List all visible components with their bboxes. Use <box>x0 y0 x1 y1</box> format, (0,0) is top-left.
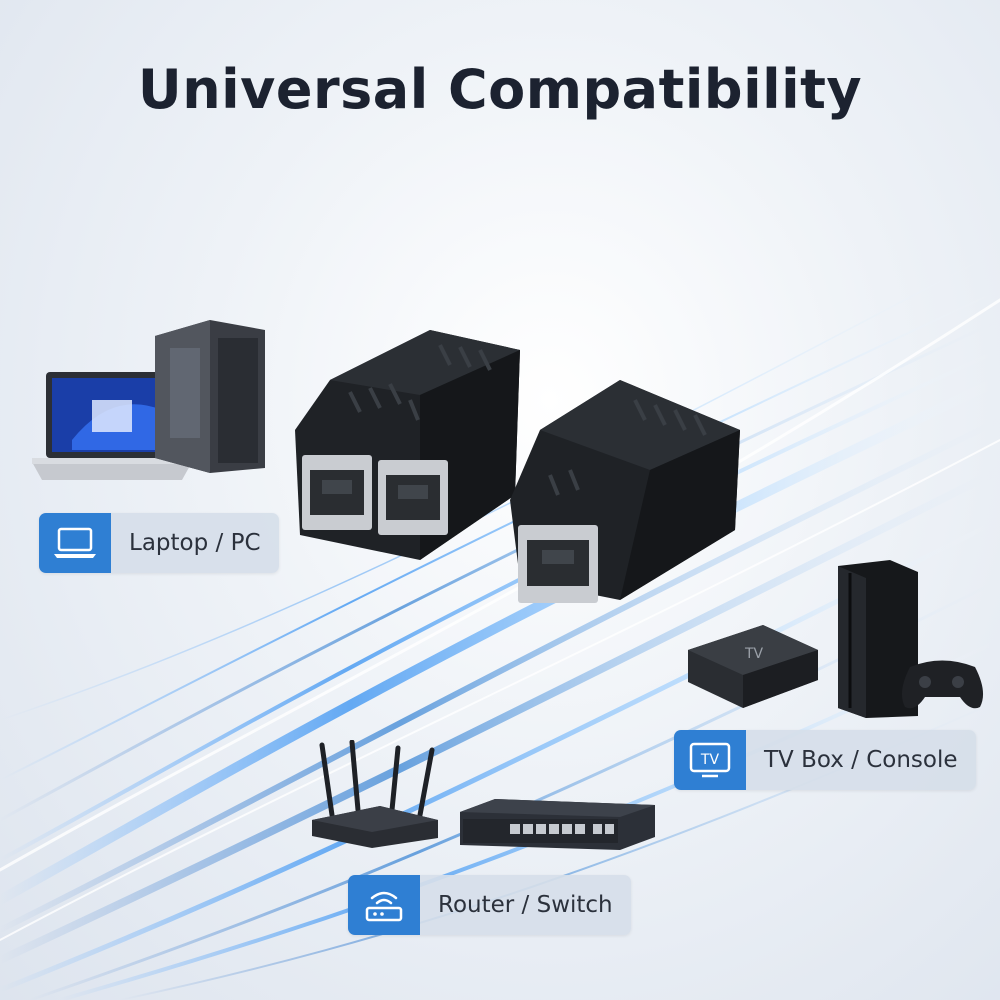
rj45-coupler-product-image <box>295 330 740 603</box>
tv-box-console-label: TV Box / Console <box>764 747 958 773</box>
tv-box-console-badge: TV TV Box / Console <box>674 730 976 790</box>
desktop-tower-image <box>155 320 265 473</box>
wifi-router-icon <box>348 875 420 935</box>
wifi-router-image <box>312 740 438 848</box>
left-coupler <box>295 330 520 560</box>
router-switch-badge: Router / Switch <box>348 875 631 935</box>
svg-text:TV: TV <box>744 646 764 662</box>
router-switch-label: Router / Switch <box>438 892 613 918</box>
tv-box-image: TV <box>688 625 818 708</box>
svg-text:TV: TV <box>700 752 720 768</box>
laptop-image <box>32 372 192 480</box>
gamepad-image <box>901 660 984 709</box>
laptop-pc-label: Laptop / PC <box>129 530 261 556</box>
laptop-pc-badge: Laptop / PC <box>39 513 279 573</box>
laptop-icon <box>39 513 111 573</box>
page-title: Universal Compatibility <box>137 58 863 121</box>
network-switch-image <box>460 799 655 850</box>
game-console-image <box>838 560 918 718</box>
tv-icon: TV <box>674 730 746 790</box>
right-coupler <box>510 380 740 603</box>
